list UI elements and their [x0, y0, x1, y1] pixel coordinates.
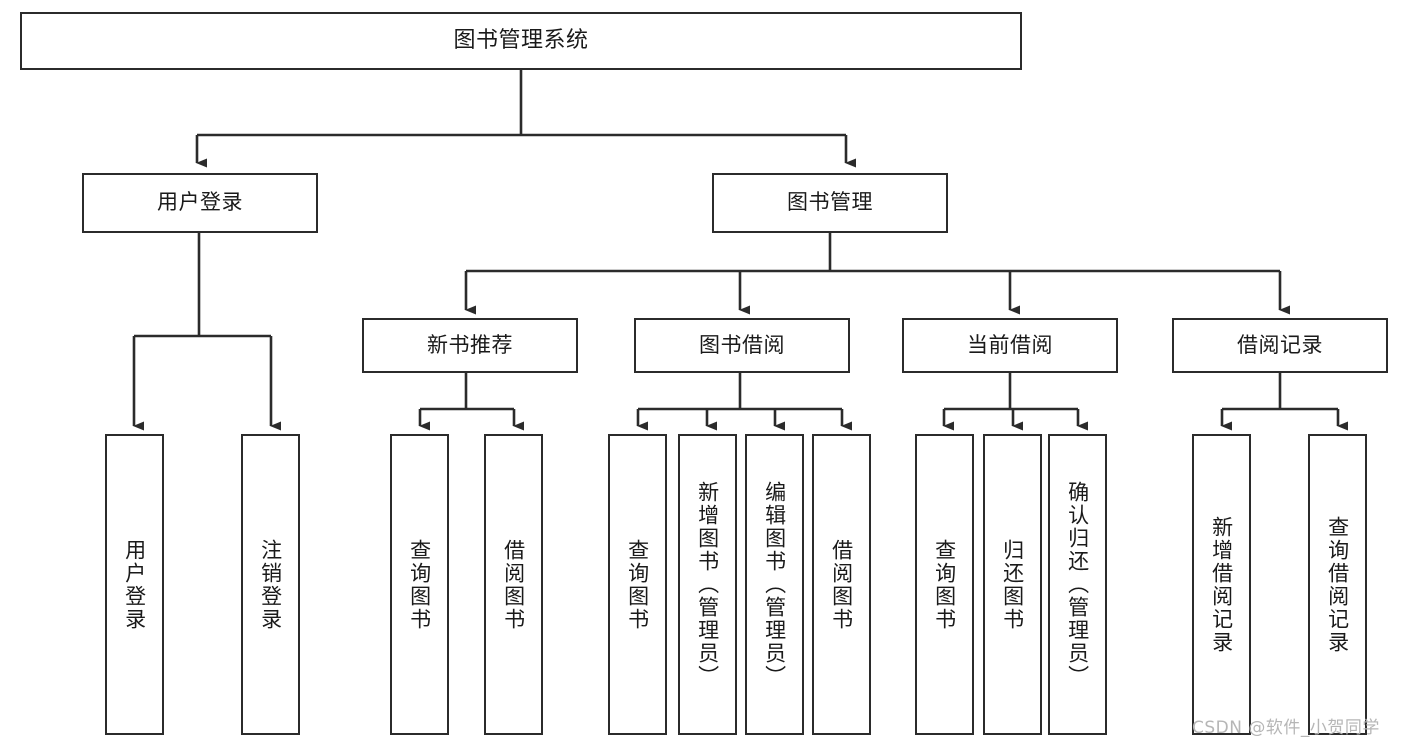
leaf-record-add-record[interactable]: 新增借阅记录 [1192, 434, 1251, 735]
node-user-login[interactable]: 用户登录 [82, 173, 318, 233]
node-label: 图书管理 [787, 190, 873, 215]
node-label: 新增图书（管理员） [695, 481, 720, 688]
leaf-borrow-borrow-book[interactable]: 借阅图书 [812, 434, 871, 735]
node-new-book-recommend[interactable]: 新书推荐 [362, 318, 578, 373]
node-label: 新增借阅记录 [1209, 515, 1234, 654]
node-label: 用户登录 [122, 538, 147, 631]
node-label: 借阅图书 [501, 538, 526, 631]
node-current-borrow[interactable]: 当前借阅 [902, 318, 1118, 373]
leaf-borrow-edit-book-admin[interactable]: 编辑图书（管理员） [745, 434, 804, 735]
node-label: 归还图书 [1000, 538, 1025, 631]
node-label: 用户登录 [157, 190, 243, 215]
leaf-user-login-logout[interactable]: 注销登录 [241, 434, 300, 735]
node-label: 确认归还（管理员） [1065, 481, 1090, 688]
leaf-current-query-book[interactable]: 查询图书 [915, 434, 974, 735]
node-book-management[interactable]: 图书管理 [712, 173, 948, 233]
leaf-current-confirm-return-admin[interactable]: 确认归还（管理员） [1048, 434, 1107, 735]
leaf-new-book-borrow[interactable]: 借阅图书 [484, 434, 543, 735]
node-label: 查询借阅记录 [1325, 515, 1350, 654]
leaf-borrow-add-book-admin[interactable]: 新增图书（管理员） [678, 434, 737, 735]
node-label: 查询图书 [407, 538, 432, 631]
node-label: 新书推荐 [427, 332, 513, 357]
node-label: 图书借阅 [699, 332, 785, 357]
leaf-record-query-record[interactable]: 查询借阅记录 [1308, 434, 1367, 735]
node-label: 注销登录 [258, 538, 283, 631]
leaf-borrow-query-book[interactable]: 查询图书 [608, 434, 667, 735]
node-book-borrow[interactable]: 图书借阅 [634, 318, 850, 373]
watermark: CSDN @软件_小贺同学 [1192, 718, 1380, 738]
leaf-new-book-query[interactable]: 查询图书 [390, 434, 449, 735]
leaf-user-login-login[interactable]: 用户登录 [105, 434, 164, 735]
node-label: 查询图书 [932, 538, 957, 631]
node-label: 查询图书 [625, 538, 650, 631]
node-label: 借阅图书 [829, 538, 854, 631]
node-label: 当前借阅 [967, 332, 1053, 357]
node-root-book-management-system[interactable]: 图书管理系统 [20, 12, 1022, 70]
node-label: 借阅记录 [1237, 332, 1323, 357]
node-label: 编辑图书（管理员） [762, 481, 787, 688]
leaf-current-return-book[interactable]: 归还图书 [983, 434, 1042, 735]
node-borrow-record[interactable]: 借阅记录 [1172, 318, 1388, 373]
node-label: 图书管理系统 [453, 27, 589, 53]
